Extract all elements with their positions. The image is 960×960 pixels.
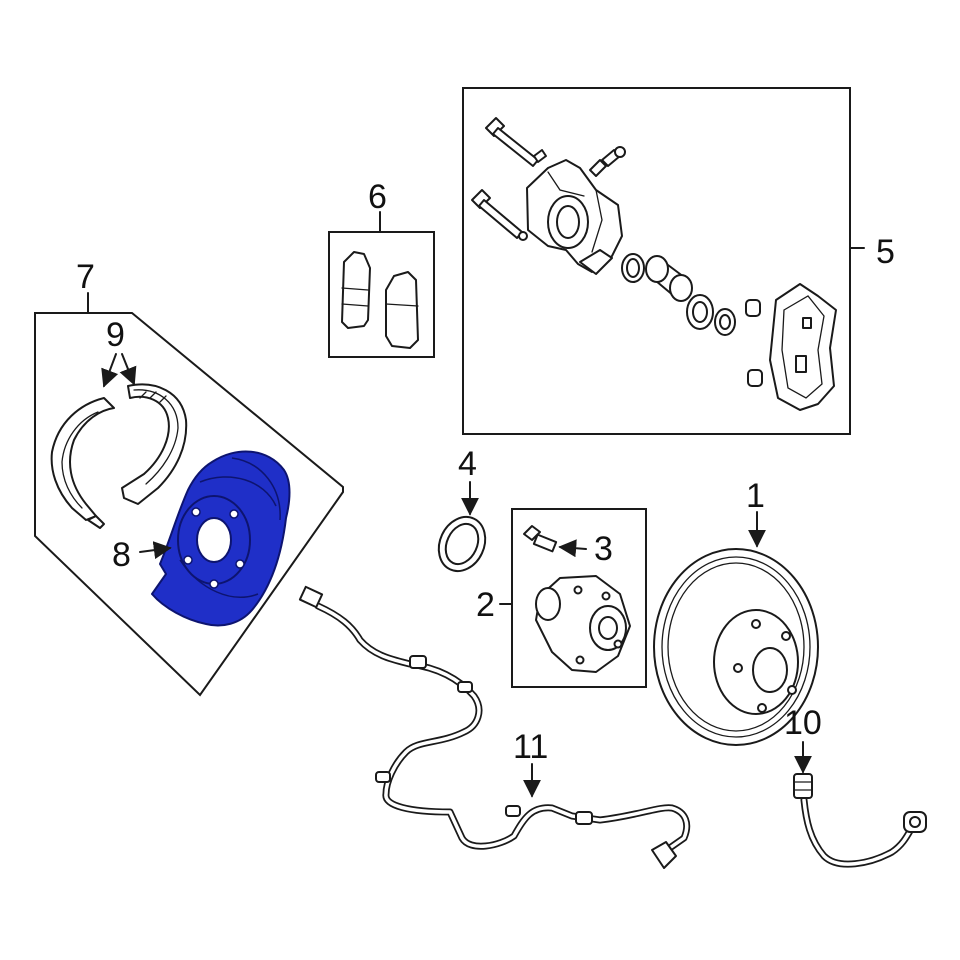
wheel-hub-bearing[interactable] [535,575,631,673]
backing-plate-arrow [139,541,172,560]
callout-5: 5 [876,233,895,271]
hub-bolt[interactable] [523,525,558,553]
callout-9: 9 [106,316,125,354]
callout-7: 7 [76,258,95,296]
shoe-arrow-left [101,353,119,388]
callout-8: 8 [112,536,131,574]
parking-brake-group-box [34,312,344,697]
bleeder-screw[interactable] [589,146,626,177]
parking-brake-group[interactable]: 7 9 8 [34,258,344,697]
callout-1: 1 [746,477,765,515]
slide-bushing-lower[interactable] [747,369,763,387]
parking-brake-shoe-right[interactable] [121,383,188,505]
abs-connector[interactable] [298,585,324,609]
callout-10: 10 [784,704,822,742]
pads-group-box [328,231,435,358]
guide-pin-lower[interactable] [471,189,528,241]
caliper-assembly-group[interactable]: 5 [462,87,895,435]
brake-rotor[interactable] [653,548,819,746]
brake-backing-plate[interactable] [151,450,291,627]
hose-banjo-fitting[interactable] [903,811,927,833]
callout-6: 6 [368,178,387,216]
dust-boot[interactable] [686,294,736,336]
shoe-arrow-right [119,353,137,386]
caliper-piston[interactable] [645,255,693,302]
caliper-group-box [462,87,851,435]
brake-pad-right[interactable] [385,271,419,349]
callout-11: 11 [513,728,548,766]
abs-sensor-head[interactable] [651,841,677,869]
brake-pads-group[interactable]: 6 [328,178,435,358]
hub-group-box [511,508,647,688]
guide-pin-upper[interactable] [485,117,547,167]
brake-hose[interactable] [793,773,927,868]
hub-seal-ring[interactable] [430,509,494,578]
callout-3: 3 [594,530,613,568]
wheel-hub-group[interactable]: 2 3 [476,508,647,688]
hose-end-fitting[interactable] [793,773,813,799]
callout-2: 2 [476,586,495,624]
abs-sensor-harness[interactable] [298,585,691,869]
piston-seal[interactable] [621,253,645,283]
callout-4: 4 [458,445,477,483]
slide-bushing-upper[interactable] [745,299,761,317]
bolt-arrow [558,539,587,558]
brake-pad-left[interactable] [341,251,371,329]
caliper-housing[interactable] [526,159,623,275]
parking-brake-shoe-left[interactable] [50,397,115,529]
caliper-bracket[interactable] [769,283,837,411]
